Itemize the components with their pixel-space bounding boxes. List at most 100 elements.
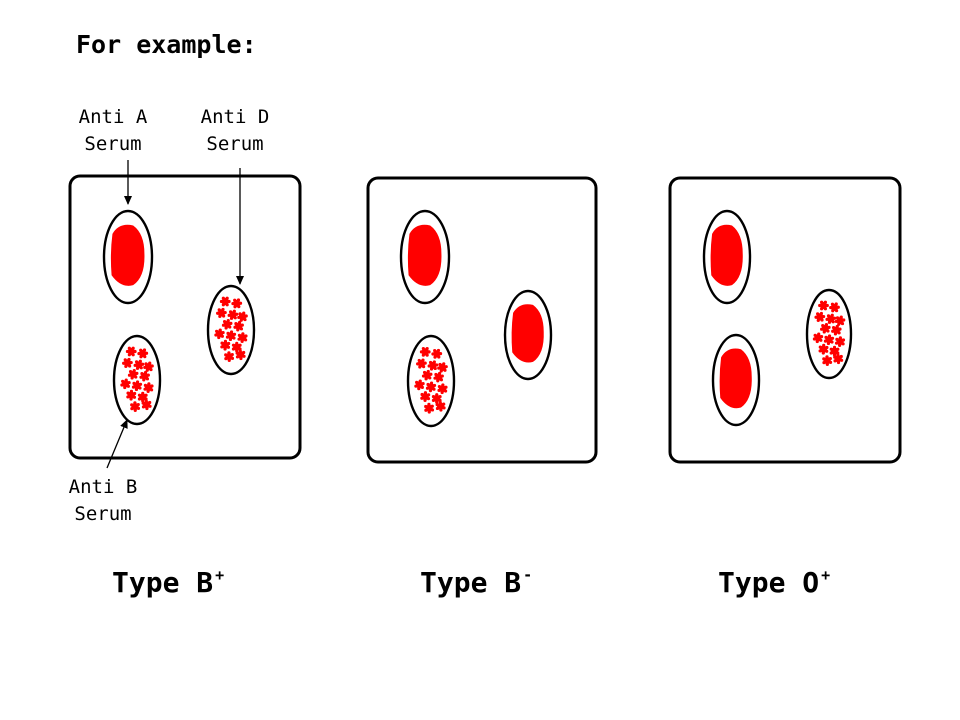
clump-speck — [427, 410, 431, 414]
clump-speck — [138, 359, 142, 363]
clump-speck — [435, 403, 439, 407]
clump-speck — [442, 406, 446, 410]
clump-speck — [231, 301, 235, 306]
clump-speck — [128, 369, 133, 374]
clump-speck — [831, 329, 835, 333]
anti-b-label-line-1: Anti B — [68, 476, 138, 498]
clump-speck — [420, 392, 424, 397]
clump-speck — [135, 380, 140, 384]
clump-speck — [435, 406, 440, 411]
clump-speck — [141, 405, 146, 409]
anti-b-agglutination-clump — [431, 348, 443, 359]
clump-speck — [222, 314, 226, 318]
clump-speck — [836, 353, 840, 357]
well-outline — [112, 334, 162, 426]
anti-a-label-line-2: Serum — [84, 133, 142, 155]
clump-speck — [423, 361, 427, 365]
clump-speck — [143, 387, 147, 391]
clump-speck — [227, 351, 231, 355]
blood-type-label-1: Type B+ — [112, 566, 224, 599]
clump-speck — [126, 391, 130, 395]
clump-speck — [132, 395, 137, 399]
clump-speck — [147, 382, 151, 386]
anti-b-agglutination-clump — [126, 389, 137, 401]
clump-speck — [125, 349, 130, 354]
clump-speck — [836, 360, 841, 365]
clump-speck — [422, 365, 426, 369]
clump-speck — [822, 314, 826, 319]
clump-speck — [150, 364, 154, 368]
anti-d-agglutination-clump — [834, 336, 846, 347]
anti-d-agglutination-clump — [825, 313, 837, 324]
clump-speck — [838, 336, 842, 340]
clump-speck — [421, 353, 425, 357]
clump-speck — [832, 345, 837, 349]
anti-d-agglutination-clump — [233, 320, 244, 332]
anti-b-agglutination-clump — [122, 357, 133, 368]
clump-speck — [418, 379, 422, 383]
clump-speck — [145, 406, 149, 411]
clump-speck — [418, 365, 422, 369]
clump-speck — [820, 327, 824, 331]
clump-speck — [134, 387, 139, 392]
clump-speck — [128, 364, 132, 368]
anti-d-agglutination-clump — [818, 300, 829, 311]
clump-speck — [229, 330, 234, 334]
clump-speck — [235, 341, 239, 345]
clump-speck — [232, 332, 237, 336]
clump-speck — [239, 356, 243, 361]
card-frame — [68, 174, 302, 460]
clump-speck — [819, 311, 824, 316]
well-outline — [805, 288, 853, 380]
clump-speck — [821, 323, 825, 328]
clump-speck — [427, 350, 431, 354]
clump-speck — [240, 323, 244, 327]
anti-b-agglutination-clump — [424, 402, 435, 414]
anti-d-label-line-2: Serum — [206, 133, 264, 155]
clump-speck — [421, 374, 426, 378]
clump-speck — [823, 300, 828, 304]
clump-speck — [423, 391, 428, 395]
clump-speck — [127, 357, 131, 362]
clump-speck — [429, 381, 434, 385]
clump-speck — [144, 362, 148, 366]
clump-speck — [123, 358, 127, 362]
clump-speck — [824, 323, 829, 327]
clump-speck — [150, 384, 154, 388]
clump-speck — [237, 333, 242, 337]
clump-speck — [425, 386, 430, 390]
clump-speck — [142, 378, 146, 382]
clump-speck — [228, 337, 233, 342]
clump-speck — [820, 318, 824, 322]
clump-speck — [129, 397, 133, 401]
anti-b-agglutination-clump — [435, 400, 446, 412]
clump-speck — [439, 378, 444, 382]
clump-speck — [827, 334, 832, 338]
clump-speck — [416, 362, 420, 366]
clump-speck — [816, 318, 820, 322]
clump-speck — [421, 358, 425, 362]
clump-speck — [229, 321, 233, 326]
clump-speck — [833, 355, 837, 359]
clump-speck — [443, 389, 448, 393]
anti-b-agglutination-clump — [433, 371, 444, 383]
clump-speck — [441, 383, 445, 387]
clump-speck — [223, 339, 228, 344]
clump-speck — [133, 349, 137, 354]
clump-speck — [840, 358, 844, 362]
clump-speck — [221, 330, 225, 335]
anti-a-serum-label: Anti A Serum — [68, 104, 158, 158]
clump-speck — [825, 349, 829, 353]
blood-type-text: Type O — [718, 566, 820, 599]
clump-speck — [820, 307, 824, 311]
anti-b-agglutination-clump — [421, 369, 433, 381]
clump-speck — [438, 362, 442, 367]
clump-speck — [130, 403, 134, 407]
clump-speck — [137, 393, 142, 397]
clump-speck — [426, 369, 430, 374]
clump-speck — [433, 366, 437, 371]
clump-speck — [433, 355, 437, 359]
clump-speck — [433, 376, 437, 380]
anti-b-agglutination-clump — [125, 346, 137, 357]
clump-speck — [429, 372, 433, 376]
